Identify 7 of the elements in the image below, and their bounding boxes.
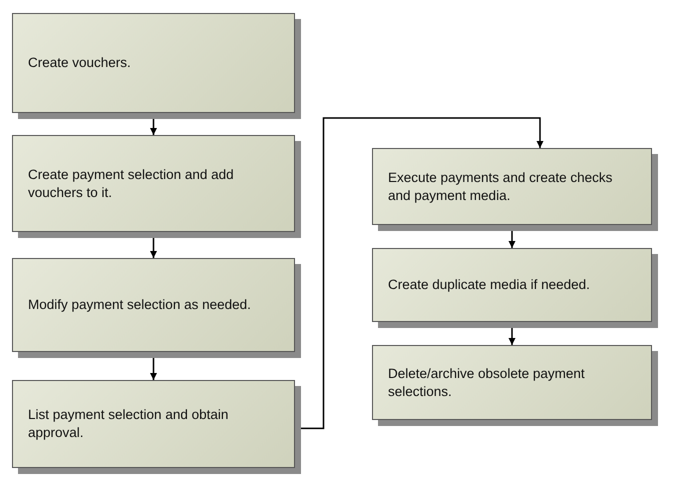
step-text: Create duplicate media if needed. [388, 276, 590, 294]
step-text: Modify payment selection as needed. [28, 296, 251, 314]
step-text: List payment selection and obtain approval. [28, 406, 230, 442]
step-text: Execute payments and create checks and payment media. [388, 168, 614, 204]
step-text: Delete/archive obsolete payment selections. [388, 364, 586, 400]
step-text: Create vouchers. [28, 54, 131, 72]
step-text: Create payment selection and add vouchers to it. [28, 166, 235, 202]
